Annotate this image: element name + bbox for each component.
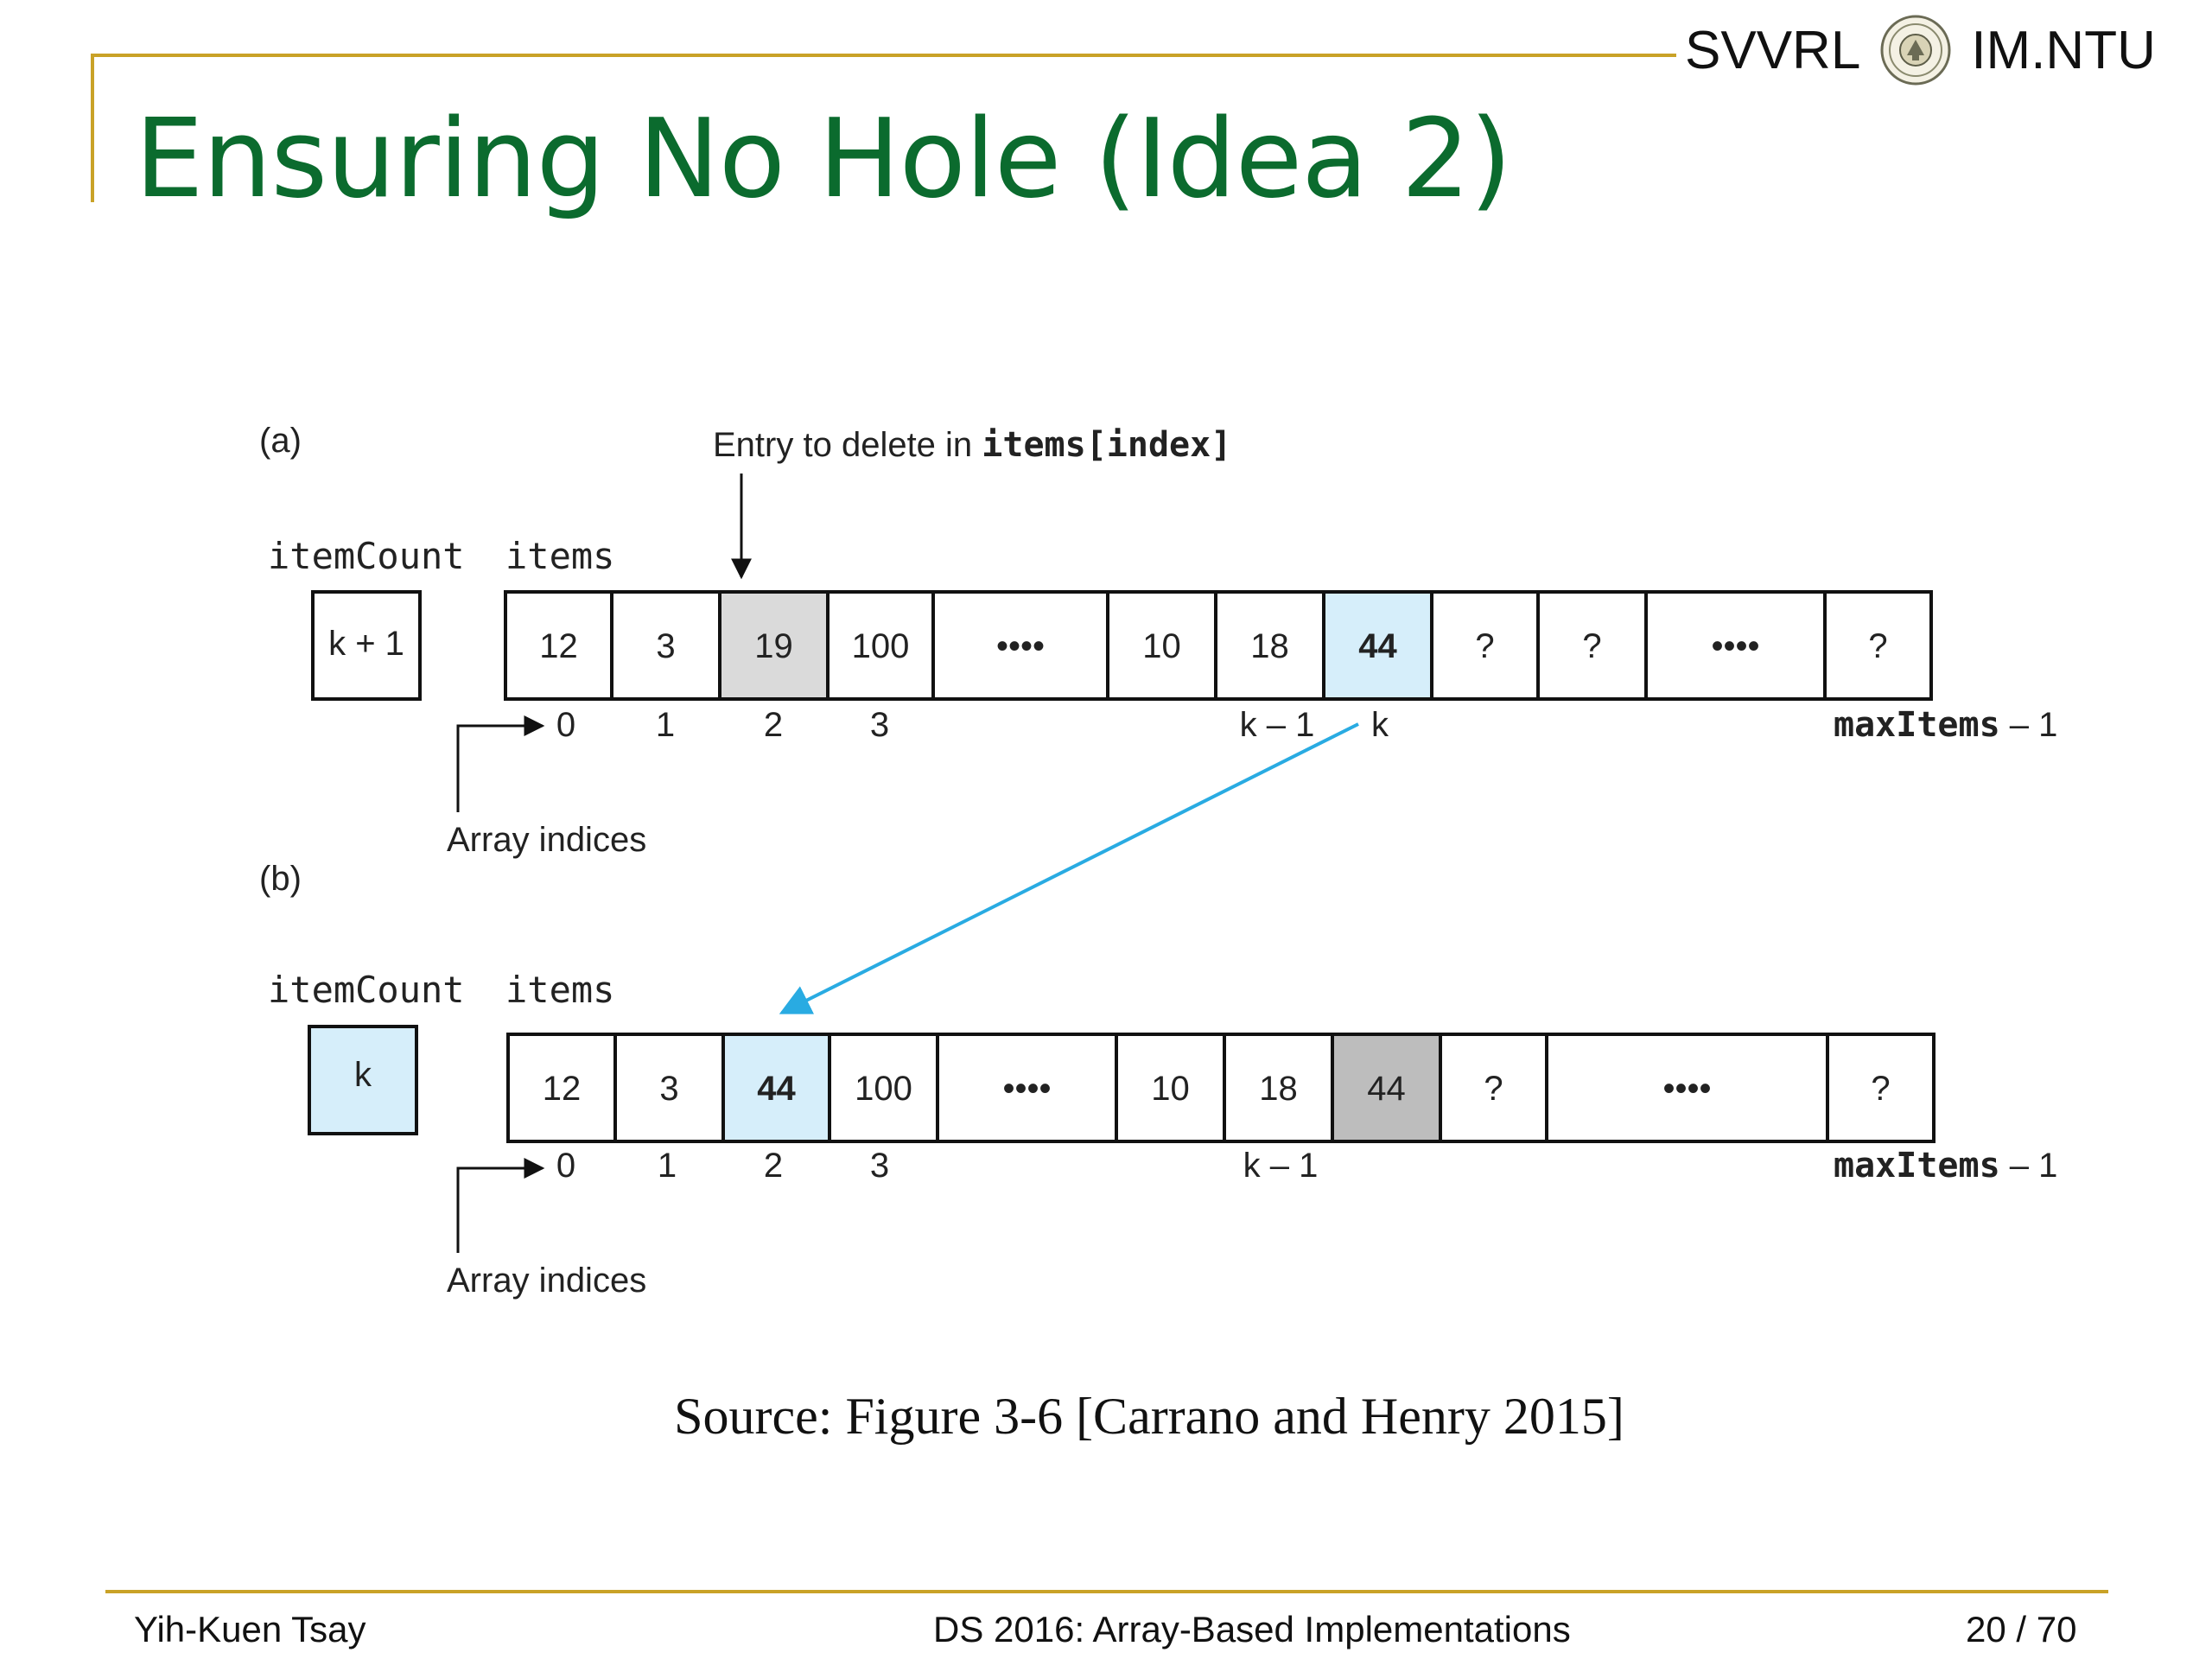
- footer-author: Yih-Kuen Tsay: [134, 1609, 366, 1649]
- items-a-cell-5: [1106, 590, 1217, 701]
- entry-to-delete-note: Entry to delete in items[index]: [713, 425, 1231, 465]
- title-frame-left-rule: [91, 54, 94, 202]
- items-b-cell-value-10: ?: [1871, 1070, 1890, 1108]
- items-a-cell-value-3: 100: [852, 627, 910, 665]
- items-b-cell-1: [613, 1033, 725, 1143]
- source-caption: Source: Figure 3-6 [Carrano and Henry 20…: [674, 1388, 1624, 1445]
- items-a-cell-value-11: ?: [1868, 627, 1887, 665]
- max-index-code-a: maxItems: [1834, 705, 2000, 745]
- items-b-cell-value-8: ?: [1484, 1070, 1503, 1108]
- header-rule: [91, 54, 1676, 57]
- panel-a: (a) Entry to delete in items[index] item…: [259, 422, 2057, 859]
- header-brand: SVVRL IM.NTU: [1685, 15, 2156, 86]
- items-b-index-1: 1: [658, 1147, 677, 1185]
- items-b-index-4: k – 1: [1243, 1147, 1319, 1185]
- array-indices-pointer-a: [456, 715, 545, 812]
- items-b-cell-10: [1826, 1033, 1936, 1143]
- items-a-cell-value-10: ••••: [1711, 627, 1759, 665]
- array-indices-b: 0 1 2 3 k – 1: [556, 1147, 1318, 1185]
- panel-a-label: (a): [259, 422, 302, 460]
- university-seal-icon: [1880, 15, 1951, 86]
- items-a-cell-1: [610, 590, 721, 701]
- items-a-cell-3: [826, 590, 935, 701]
- brand-imntu: IM.NTU: [1971, 20, 2156, 80]
- items-a-cell-value-7: 44: [1358, 627, 1397, 665]
- items-b-cell-value-7: 44: [1367, 1070, 1406, 1108]
- item-count-label-b: itemCount: [268, 969, 465, 1011]
- items-b-cell-value-1: 3: [659, 1070, 678, 1108]
- items-a-cell-value-4: ••••: [996, 627, 1045, 665]
- items-b-cell-3: [828, 1033, 939, 1143]
- items-b-cell-value-2: 44: [757, 1070, 796, 1108]
- footer-rule: [105, 1590, 2108, 1593]
- items-a-cell-value-5: 10: [1142, 627, 1181, 665]
- items-b-index-3: 3: [870, 1147, 889, 1185]
- items-a-index-2: 2: [764, 706, 783, 744]
- items-a-index-4: k – 1: [1240, 706, 1315, 744]
- slide-title: Ensuring No Hole (Idea 2): [135, 95, 1512, 222]
- array-indices-pointer-b: [456, 1158, 545, 1253]
- array-indices-label-a: Array indices: [447, 821, 646, 859]
- max-index-suffix-b: – 1: [2000, 1147, 2058, 1185]
- items-label-a: items: [505, 535, 614, 577]
- items-b-cell-value-5: 10: [1151, 1070, 1190, 1108]
- entry-note-code: items[index]: [982, 425, 1231, 465]
- items-a-cell-value-8: ?: [1475, 627, 1494, 665]
- items-b-cell-2: [721, 1033, 831, 1143]
- items-b-cell-value-4: ••••: [1002, 1070, 1051, 1108]
- items-a-cell-value-9: ?: [1582, 627, 1601, 665]
- items-b-cell-7: [1331, 1033, 1442, 1143]
- items-a-cell-value-2: 19: [754, 627, 793, 665]
- items-a-cell-11: [1823, 590, 1933, 701]
- footer-course: DS 2016: Array-Based Implementations: [933, 1609, 1571, 1649]
- items-label-b: items: [505, 969, 614, 1011]
- items-b-cell-value-9: ••••: [1662, 1070, 1711, 1108]
- items-b-cell-value-6: 18: [1259, 1070, 1298, 1108]
- array-indices-a: 0 1 2 3 k – 1 k: [556, 706, 1389, 744]
- max-index-label-b: maxItems – 1: [1834, 1146, 2057, 1185]
- items-array-b: 12 3 44 100 •••• 10 18 44? ••••?: [506, 1033, 1936, 1143]
- max-index-code-b: maxItems: [1834, 1146, 2000, 1185]
- panel-b-label: (b): [259, 860, 302, 898]
- max-index-suffix-a: – 1: [2000, 706, 2058, 744]
- array-deletion-diagram: (a) Entry to delete in items[index] item…: [259, 422, 2057, 1300]
- items-a-cell-10: [1644, 590, 1827, 701]
- item-count-value-b: k: [354, 1056, 372, 1094]
- item-count-value-a: k + 1: [328, 625, 404, 663]
- items-a-cell-9: [1536, 590, 1648, 701]
- array-indices-label-b: Array indices: [447, 1262, 646, 1300]
- items-a-index-1: 1: [656, 706, 675, 744]
- brand-svvrl: SVVRL: [1685, 20, 1861, 80]
- item-count-box-b: [308, 1025, 418, 1135]
- items-b-cell-4: [936, 1033, 1118, 1143]
- item-count-label-a: itemCount: [268, 535, 465, 577]
- items-b-index-2: 2: [764, 1147, 783, 1185]
- items-b-cell-5: [1115, 1033, 1226, 1143]
- items-a-cell-0: [504, 590, 613, 701]
- items-array-a: 12 3 19 100 •••• 10 18 44?? ••••?: [504, 590, 1933, 701]
- items-a-cell-4: [931, 590, 1109, 701]
- items-a-index-0: 0: [556, 706, 575, 744]
- item-count-box-a: [311, 590, 422, 701]
- items-a-cell-value-6: 18: [1250, 627, 1289, 665]
- max-index-label-a: maxItems – 1: [1834, 705, 2057, 745]
- items-a-cell-8: [1430, 590, 1540, 701]
- items-a-cell-6: [1214, 590, 1325, 701]
- items-a-cell-2: [718, 590, 830, 701]
- items-b-cell-8: [1439, 1033, 1548, 1143]
- items-b-cell-value-0: 12: [543, 1070, 582, 1108]
- footer-page-number: 20 / 70: [1966, 1609, 2077, 1649]
- items-a-index-3: 3: [870, 706, 889, 744]
- items-a-index-5: k: [1371, 706, 1389, 744]
- items-a-cell-value-1: 3: [656, 627, 675, 665]
- items-a-cell-value-0: 12: [539, 627, 578, 665]
- entry-note-text: Entry to delete in: [713, 426, 982, 464]
- items-b-cell-value-3: 100: [855, 1070, 912, 1108]
- items-b-index-0: 0: [556, 1147, 575, 1185]
- move-entry-arrow: [779, 722, 1359, 1014]
